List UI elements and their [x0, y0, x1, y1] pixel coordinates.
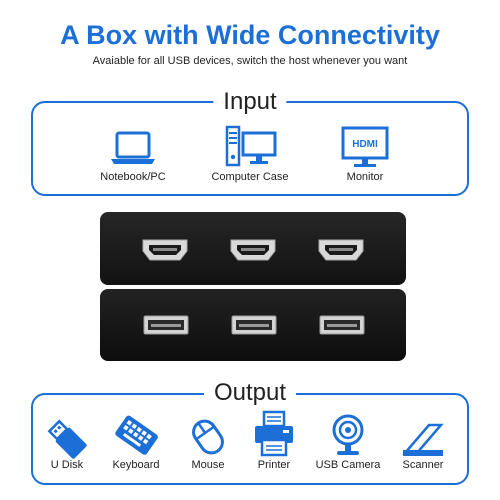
- hdmi-port: [142, 239, 188, 261]
- output-label-usb-camera: USB Camera: [315, 459, 381, 471]
- printer-icon: [255, 410, 293, 457]
- output-label-scanner: Scanner: [402, 459, 444, 471]
- input-label-computer-case: Computer Case: [211, 171, 289, 183]
- device-bottom-usb-side: [100, 289, 406, 361]
- input-title: Input: [213, 89, 287, 115]
- keyboard-icon: [115, 415, 158, 455]
- hdmi-port: [230, 239, 276, 261]
- usb-port: [231, 315, 277, 335]
- input-panel: Input Notebook/PC Computer Case HDMI Mon…: [31, 89, 469, 196]
- input-label-notebook: Notebook/PC: [100, 171, 166, 183]
- output-panel: Output U Disk: [31, 380, 469, 485]
- input-item-notebook: Notebook/PC: [93, 127, 173, 183]
- device-top-hdmi-side: [100, 212, 406, 285]
- computer-case-icon: [225, 125, 277, 167]
- monitor-icon-text: HDMI: [352, 139, 378, 150]
- usb-port: [143, 315, 189, 335]
- output-title: Output: [203, 380, 297, 406]
- subheadline: Avaiable for all USB devices, switch the…: [92, 55, 408, 67]
- output-item-mouse: Mouse: [176, 415, 240, 471]
- scanner-icon: [402, 423, 444, 456]
- input-label-monitor: Monitor: [346, 171, 384, 183]
- hdmi-port: [318, 239, 364, 261]
- laptop-icon: [111, 131, 155, 164]
- output-item-usb-camera: USB Camera: [310, 412, 386, 471]
- output-label-mouse: Mouse: [191, 459, 225, 471]
- usb-port: [319, 315, 365, 335]
- output-item-keyboard: Keyboard: [100, 413, 172, 471]
- usb-disk-icon: [47, 419, 87, 459]
- output-item-u-disk: U Disk: [35, 417, 99, 471]
- mouse-icon: [192, 419, 224, 455]
- headline: A Box with Wide Connectivity: [60, 20, 440, 50]
- output-item-scanner: Scanner: [391, 417, 455, 471]
- webcam-icon: [332, 414, 364, 455]
- output-label-u-disk: U Disk: [50, 459, 84, 471]
- output-label-printer: Printer: [257, 459, 291, 471]
- output-label-keyboard: Keyboard: [112, 459, 160, 471]
- input-item-computer-case: Computer Case: [200, 123, 300, 183]
- output-item-printer: Printer: [242, 409, 306, 471]
- input-item-monitor: HDMI Monitor: [325, 123, 405, 183]
- monitor-icon: HDMI: [341, 126, 389, 167]
